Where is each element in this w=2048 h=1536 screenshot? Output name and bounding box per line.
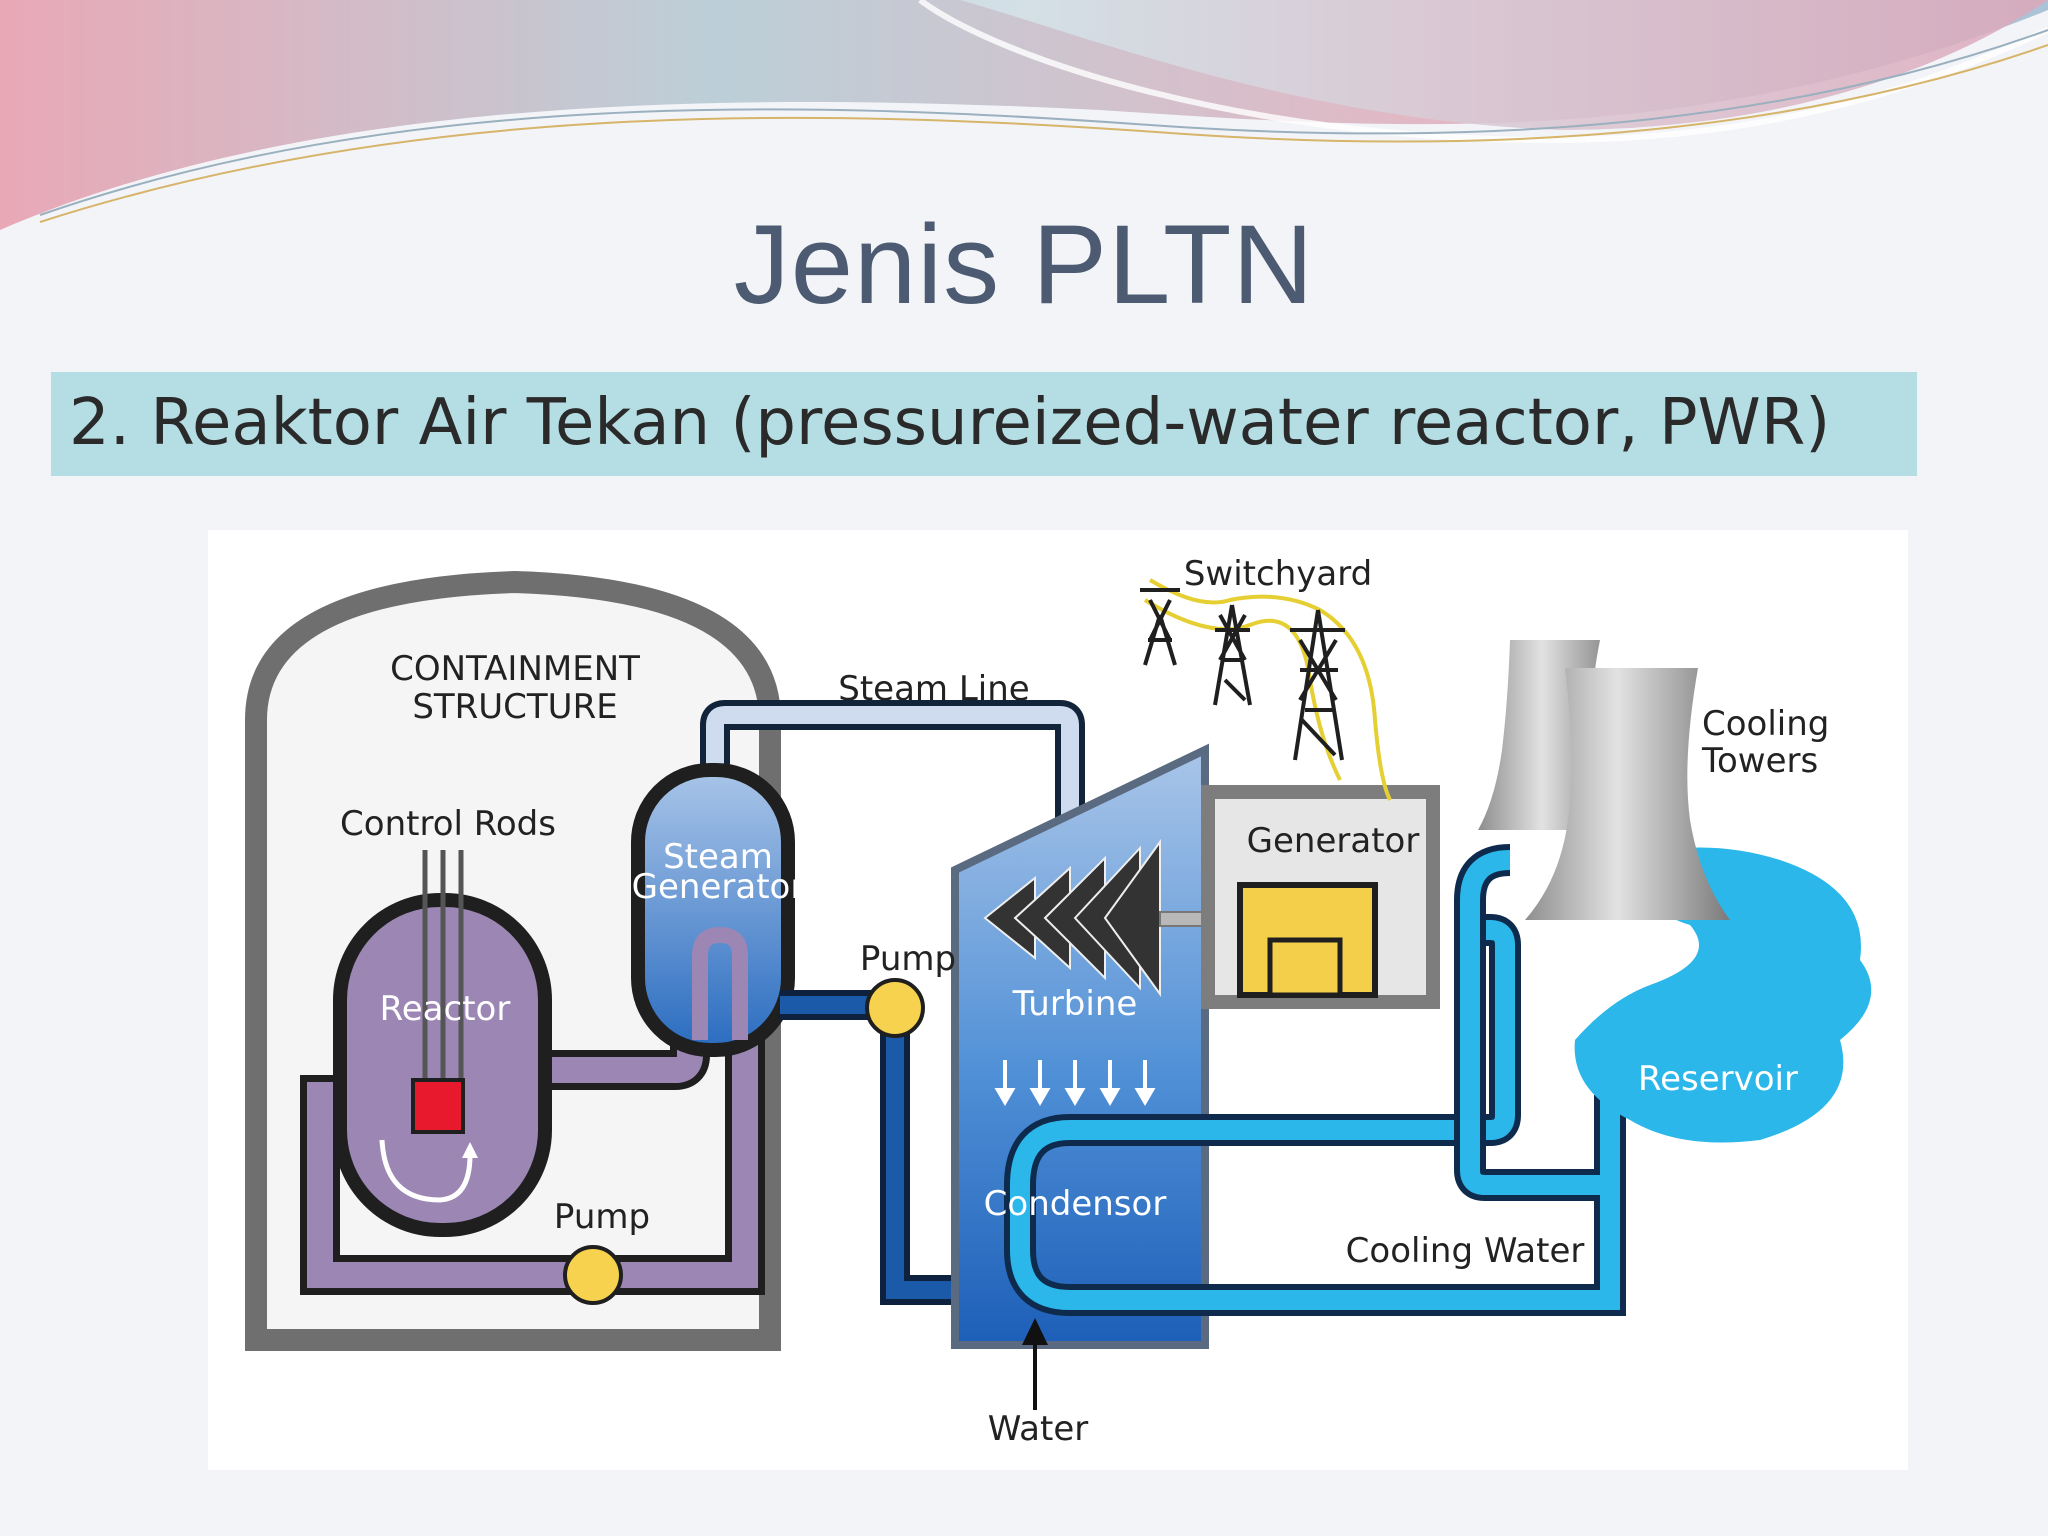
- cooling-water-label: Cooling Water: [1346, 1231, 1585, 1271]
- reservoir: [1574, 847, 1872, 1143]
- condensation-arrows: [994, 1060, 1156, 1106]
- reservoir-label: Reservoir: [1638, 1059, 1798, 1099]
- feedwater-pump: [865, 978, 925, 1038]
- steam-line-label: Steam Line: [838, 669, 1029, 709]
- reactor-label: Reactor: [380, 989, 511, 1029]
- containment-label-line1: CONTAINMENT: [390, 649, 640, 689]
- containment-label-line2: STRUCTURE: [412, 687, 617, 727]
- cooling-towers-label-line1: Cooling: [1702, 704, 1829, 744]
- steam-generator-label-line2: Generator: [632, 867, 805, 907]
- condensor-label: Condensor: [984, 1184, 1167, 1224]
- control-rods-label: Control Rods: [340, 804, 556, 844]
- header-wave-decoration: [0, 0, 2048, 230]
- steam-generator-label-line1: Steam: [663, 837, 773, 877]
- flow-arrow-reactor: [379, 1139, 473, 1203]
- slide-title: Jenis PLTN: [733, 202, 1315, 327]
- primary-pump-label: Pump: [554, 1197, 650, 1237]
- feedwater-pump-label: Pump: [860, 939, 956, 979]
- subtitle-band: 2. Reaktor Air Tekan (pressureized-water…: [51, 372, 1917, 476]
- turbine-label: Turbine: [1012, 984, 1138, 1024]
- steam-generator: [631, 763, 795, 1057]
- primary-pump: [563, 1245, 623, 1305]
- switchyard-towers: [1140, 578, 1392, 801]
- switchyard-label: Switchyard: [1184, 554, 1372, 594]
- reactor-core: [411, 1078, 465, 1134]
- cooling-towers-label-line2: Towers: [1701, 741, 1818, 781]
- slide-subtitle: 2. Reaktor Air Tekan (pressureized-water…: [69, 386, 1831, 460]
- turbine-blades: [983, 838, 1161, 998]
- water-label: Water: [988, 1409, 1089, 1449]
- generator-label: Generator: [1247, 821, 1420, 861]
- cooling-tower-front: [1525, 668, 1730, 920]
